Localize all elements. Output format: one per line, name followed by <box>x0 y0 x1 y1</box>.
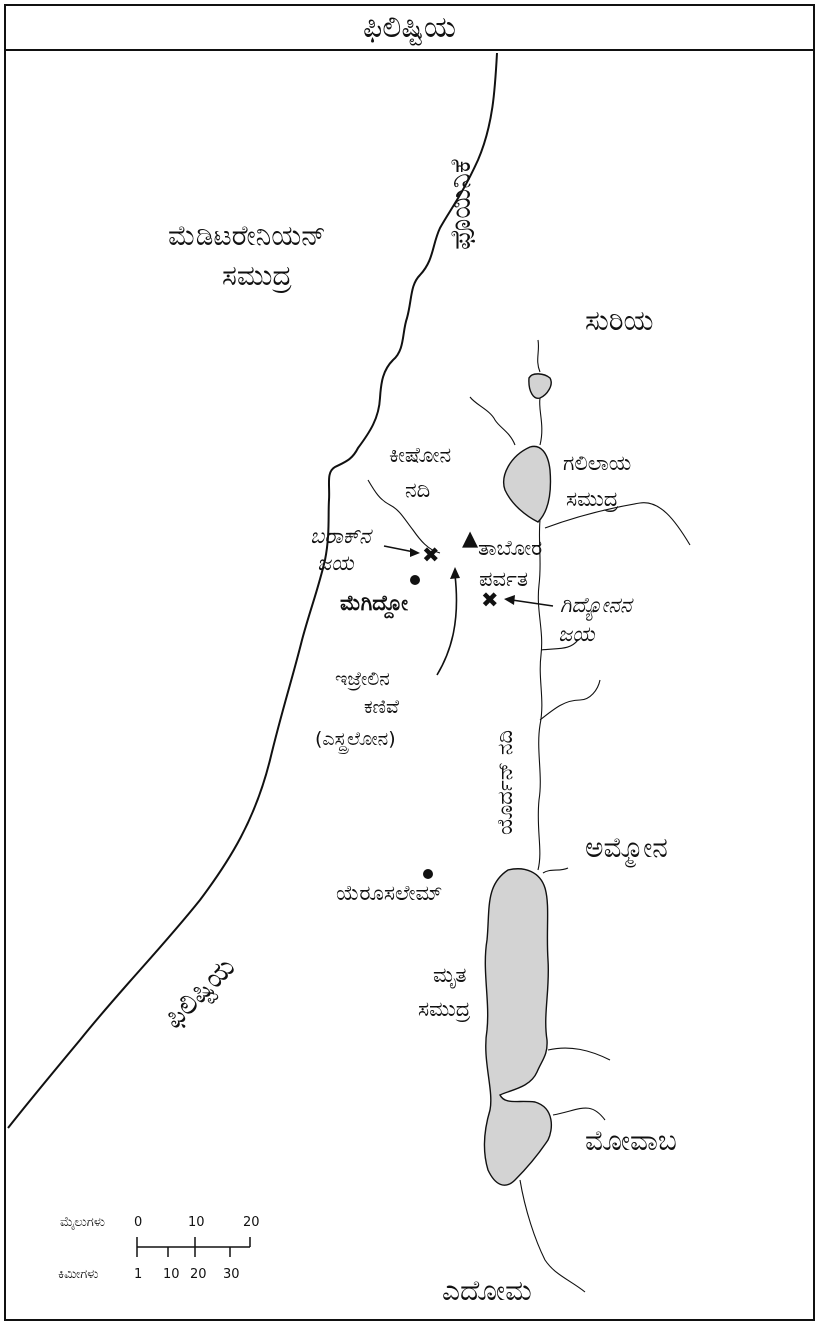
mountain-symbol: ▲ <box>462 526 479 550</box>
jordan-label: ಯೊರ್ದನ್ ನದಿ <box>493 730 517 835</box>
scale-miles-tick-0: 0 <box>134 1215 142 1230</box>
scale-km-tick-20: 20 <box>190 1267 207 1282</box>
mediterranean-label-2: ಸಮುದ್ರ <box>222 259 292 293</box>
map-frame: ಫಿಲಿಷ್ಟಿಯ <box>4 4 815 1321</box>
barak-label-2: ಜಯ <box>317 551 355 575</box>
upper-jordan-river <box>537 339 541 373</box>
jezreel-arrow <box>436 574 458 676</box>
map-title: ಫಿಲಿಷ್ಟಿಯ <box>6 6 813 51</box>
tabor-label-2: ಪರ್ವತ <box>479 567 528 591</box>
phoenicia-label: ಫೊಯಿನಿಕೆ <box>444 158 477 250</box>
dead-sea-stream-1 <box>542 867 569 874</box>
dead-sea-label-2: ಸಮುದ್ರ <box>418 997 470 1022</box>
tabor-label-1: ತಾಬೋರ <box>478 536 542 560</box>
syria-label: ಸುರಿಯ <box>585 304 654 337</box>
gideon-arrow <box>511 599 554 607</box>
gideon-battle-symbol: ✖ <box>481 588 499 612</box>
jordan-river <box>537 519 543 871</box>
scale-miles-tick-10: 10 <box>188 1215 205 1230</box>
barak-arrow <box>383 545 415 553</box>
sea-of-galilee <box>503 445 552 523</box>
dead-sea-stream-2 <box>547 1047 611 1061</box>
southern-wadi <box>519 1179 586 1293</box>
megiddo-label: ಮೆಗಿದ್ದೋ <box>340 591 409 618</box>
galilee-label-2: ಸಮುದ್ರ <box>566 487 618 512</box>
barak-label-1: ಬರಾಕ್‌ನ <box>310 524 373 548</box>
galilee-label-1: ಗಲಿಲಾಯ <box>563 451 631 475</box>
moab-label: ಮೋವಾಬ <box>585 1124 677 1157</box>
barak-arrowhead <box>410 548 420 557</box>
lake-huleh <box>528 373 552 399</box>
jezreel-label-2: ಕಣಿವೆ <box>364 696 399 718</box>
scale-km-label: ಕಿಮೀಗಳು <box>58 1267 98 1282</box>
kishon-river <box>367 479 441 554</box>
scale-km-tick-10: 10 <box>163 1267 180 1282</box>
jezreel-label-1: ಇಜ್ರೇಲಿನ <box>335 668 390 690</box>
western-tributary <box>469 396 516 446</box>
scale-miles-tick-20: 20 <box>243 1215 260 1230</box>
dead-sea-stream-3 <box>552 1107 606 1121</box>
kishon-label-2: ನದಿ <box>405 478 430 502</box>
jordan-tributary-1 <box>540 639 579 651</box>
edom-label: ಎದೋಮ <box>442 1274 532 1307</box>
scale-bar: ಮೈಲುಗಳು 0 10 20 ಕಿಮೀಗಳು 1 10 20 30 <box>58 1215 260 1282</box>
barak-battle-symbol: ✖ <box>422 543 440 567</box>
gideon-label-2: ಜಯ <box>558 622 596 646</box>
galilee-tributary <box>544 502 691 546</box>
coastline <box>7 52 498 1129</box>
gideon-arrowhead <box>504 595 515 605</box>
jordan-tributary-2 <box>539 679 601 721</box>
kishon-label-1: ಕೀಷೋನ <box>389 443 451 467</box>
mediterranean-label-1: ಮೆಡಿಟರೇನಿಯನ್ <box>168 219 326 252</box>
scale-km-tick-1: 1 <box>134 1267 142 1282</box>
dead-sea-label-1: ಮೃತ <box>433 963 467 988</box>
jezreel-arrowhead <box>450 567 460 579</box>
gideon-label-1: ಗಿದ್ಯೋನನ <box>560 593 634 622</box>
philistia-coast-label: ಫಿಲಿಷ್ಟಿಯ <box>157 950 242 1035</box>
jerusalem-label: ಯೆರೂಸಲೇಮ್ <box>336 881 442 905</box>
upper-jordan-river-2 <box>539 397 543 446</box>
dead-sea <box>483 868 553 1186</box>
jezreel-label-3: (ಎಸ್ದ್ರಲೋನ) <box>315 728 396 755</box>
ammon-label: ಅಮ್ಮೋನ <box>585 831 668 867</box>
megiddo-dot <box>410 575 420 585</box>
scale-miles-label: ಮೈಲುಗಳು <box>60 1215 105 1230</box>
jerusalem-dot <box>423 869 433 879</box>
scale-km-tick-30: 30 <box>223 1267 240 1282</box>
